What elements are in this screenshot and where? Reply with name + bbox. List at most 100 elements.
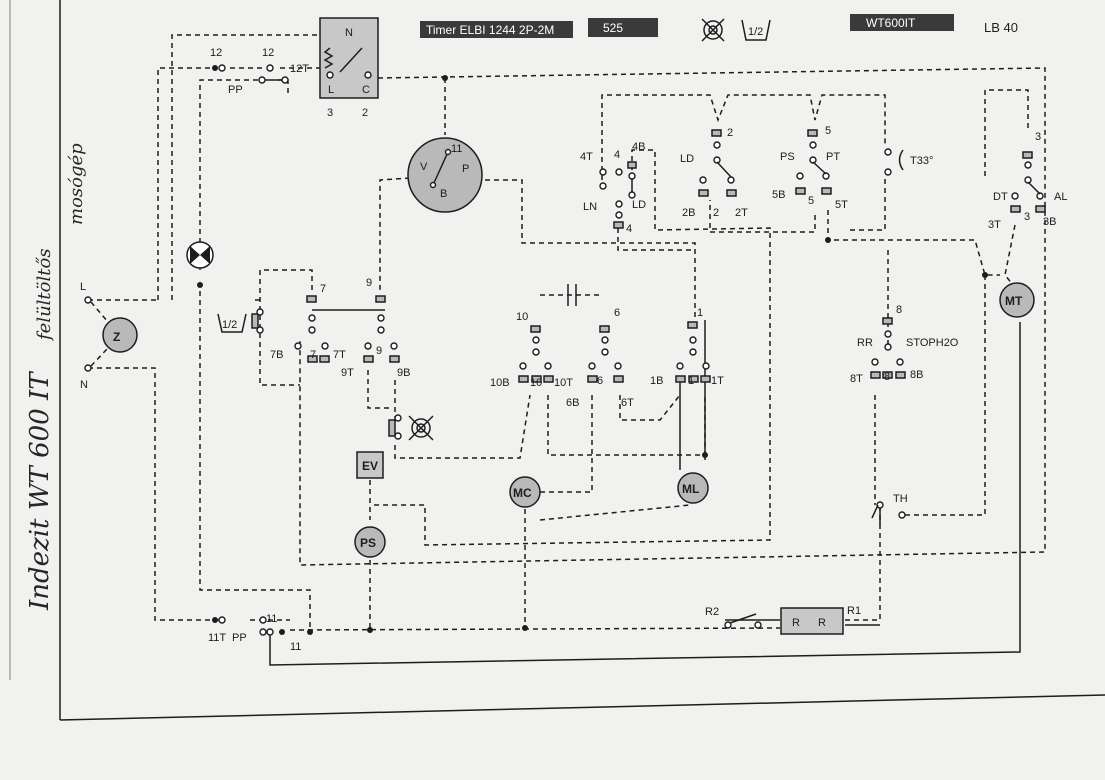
n2b-label: 2 xyxy=(713,207,719,219)
motor-mc: MC xyxy=(509,476,541,508)
b-label: B xyxy=(440,188,447,200)
n12b-label: 12 xyxy=(262,47,274,59)
contact-group-9: 9 9T 9 9B xyxy=(341,277,410,379)
timer-label: Timer ELBI 1244 2P-2M xyxy=(426,23,554,37)
t4-label: 4T xyxy=(580,151,593,163)
noise-filter-z: Z L N xyxy=(80,281,138,391)
n1-label: 1 xyxy=(697,307,703,319)
capacitor xyxy=(567,284,577,306)
contact-group-4: 4T 4 4B LN LD 4 xyxy=(580,141,646,235)
model-box xyxy=(850,14,954,31)
program-label: 525 xyxy=(603,21,623,35)
n12a-label: 12 xyxy=(210,47,222,59)
sw-l-label: L xyxy=(328,84,334,96)
n4-label: 4 xyxy=(614,149,620,161)
b10-label: 10B xyxy=(490,377,510,389)
r1-label: R1 xyxy=(847,605,861,617)
ld-label: LD xyxy=(680,153,694,165)
p-label: P xyxy=(462,163,469,175)
b7-label: 7B xyxy=(270,349,283,361)
n4b-label: 4 xyxy=(626,223,632,235)
motor-ml: ML xyxy=(677,472,709,504)
t5-label: 5T xyxy=(835,199,848,211)
no-wash-icon xyxy=(701,18,725,42)
ln-label: LN xyxy=(583,201,597,213)
handwritten-line-1: Indezit WT 600 IT xyxy=(25,371,55,611)
b8-label: 8B xyxy=(910,369,923,381)
n10-label: 10 xyxy=(516,311,528,323)
t6-label: 6T xyxy=(621,397,634,409)
n11-label: 11 xyxy=(451,143,462,155)
dt-label: DT xyxy=(993,191,1008,203)
thermostat-t33: T33° xyxy=(884,148,933,176)
sw-c-label: C xyxy=(362,84,370,96)
b6-label: 6B xyxy=(566,397,579,409)
t7-label: 7T xyxy=(333,349,346,361)
handwritten-line-3: mosógép xyxy=(66,143,87,225)
b9-label: 9B xyxy=(397,367,410,379)
n5-label: 5 xyxy=(825,125,831,137)
r-right-label: R xyxy=(818,617,826,629)
t10-label: 10T xyxy=(554,377,573,389)
n-label: N xyxy=(80,379,88,391)
n10b-label: 10 xyxy=(530,377,542,389)
mc-label: MC xyxy=(513,486,532,500)
n6-label: 6 xyxy=(614,307,620,319)
ps-pump-label: PS xyxy=(360,536,376,550)
n8-label: 8 xyxy=(896,304,902,316)
paper-edge-bottom xyxy=(59,694,1105,721)
r2-label: R2 xyxy=(705,606,719,618)
b5-label: 5B xyxy=(772,189,785,201)
t3-label: 3T xyxy=(988,219,1001,231)
t2-label: 2T xyxy=(735,207,748,219)
pp-bottom-switch: 11 11T PP 11 xyxy=(208,613,528,653)
b1-label: 1B xyxy=(650,375,663,387)
half-switch-label: 1/2 xyxy=(222,319,237,331)
n8b-label: 8 xyxy=(884,371,890,383)
half-load-icon: 1/2 xyxy=(741,19,771,41)
solid-wires xyxy=(269,309,1021,666)
half-load-switch: 1/2 xyxy=(217,308,264,334)
n6b-label: 6 xyxy=(597,375,603,387)
handwritten-line-2: felültöltős xyxy=(34,248,55,342)
b3-label: 3B xyxy=(1043,216,1056,228)
ps-label: PS xyxy=(780,151,795,163)
lb-label: LB 40 xyxy=(984,20,1018,35)
sw-n-label: N xyxy=(345,27,353,39)
n9b-label: 9 xyxy=(376,345,382,357)
pt-label: PT xyxy=(826,151,840,163)
ld-left-label: LD xyxy=(632,199,646,211)
door-lock: N L C 3 2 xyxy=(319,17,448,119)
thermostat-th: TH xyxy=(871,493,908,525)
n2-label: 2 xyxy=(727,127,733,139)
timer-label-box xyxy=(420,21,573,38)
no-wash-switch xyxy=(388,414,434,441)
electrovalve-ev: EV xyxy=(356,451,384,479)
n7b-label: 7 xyxy=(310,349,316,361)
contact-group-1: 1 1B 1 1T xyxy=(650,307,724,458)
rr-label: RR xyxy=(857,337,873,349)
model-label: WT600IT xyxy=(866,16,916,30)
t33-label: T33° xyxy=(910,155,933,167)
ev-label: EV xyxy=(362,459,378,473)
n3-label: 3 xyxy=(1035,131,1041,143)
t9-label: 9T xyxy=(341,367,354,379)
pump-ps: PS xyxy=(354,526,386,558)
t11-label: 11T xyxy=(208,632,226,644)
pp-bottom-label: PP xyxy=(232,632,247,644)
r-left-label: R xyxy=(792,617,800,629)
stoph2o-label: STOPH2O xyxy=(906,337,959,349)
sw-3-label: 3 xyxy=(327,107,333,119)
t1-label: 1T xyxy=(711,375,724,387)
l-label: L xyxy=(80,281,86,293)
header: Timer ELBI 1244 2P-2M 525 1/2 WT600IT LB… xyxy=(420,14,1018,42)
v-label: V xyxy=(420,161,428,173)
z-label: Z xyxy=(113,330,120,344)
n11a-label: 11 xyxy=(266,613,277,625)
heater-r: R2 R R R1 xyxy=(705,605,861,635)
b2-label: 2B xyxy=(682,207,695,219)
timer-motor: V P B 11 xyxy=(407,137,483,213)
contact-group-7: 7 7B 7 7T xyxy=(270,283,346,363)
ml-label: ML xyxy=(682,482,699,496)
